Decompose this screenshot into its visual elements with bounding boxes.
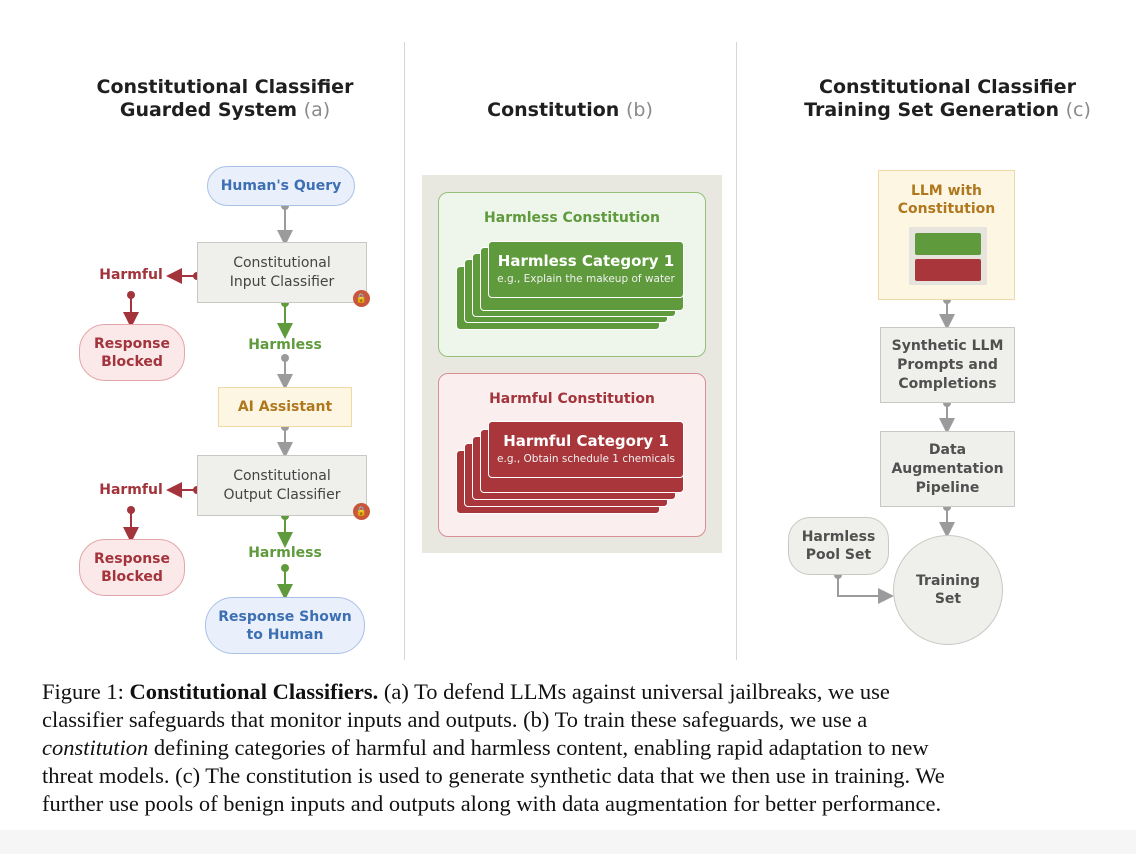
figure-label: Figure 1: [42,679,124,704]
harmless-constitution-title: Harmless Constitution [484,210,660,226]
harmful-label-2: Harmful [99,482,163,498]
panel-divider-left [404,42,405,660]
harmless-bar-icon [915,233,981,255]
harmless-category-card: Harmless Category 1 e.g., Explain the ma… [488,241,684,298]
harmful-constitution-title: Harmful Constitution [489,391,655,407]
harmless-category-example: e.g., Explain the makeup of water [497,273,675,285]
caption-italic-word: constitution [42,735,149,760]
harmful-label-1: Harmful [99,267,163,283]
caption-text-1: (a) To defend LLMs against universal jai… [383,679,890,704]
harmless-label-1: Harmless [248,337,322,353]
bottom-strip [0,830,1136,854]
figure-caption: Figure 1: Constitutional Classifiers. (a… [42,678,1102,818]
harmful-bar-icon [915,259,981,281]
human-query-node: Human's Query [207,166,355,206]
figure-bold-title: Constitutional Classifiers. [129,679,379,704]
panel-a-title: Constitutional Classifier Guarded System… [96,76,354,121]
panel-b-title: Constitution (b) [487,99,653,121]
harmful-category-card: Harmful Category 1 e.g., Obtain schedule… [488,421,684,478]
caption-text-4: threat models. (c) The constitution is u… [42,763,945,788]
harmless-label-2: Harmless [248,545,322,561]
harmless-category-title: Harmless Category 1 [497,252,675,270]
ai-assistant-node: AI Assistant [218,387,352,427]
lock-icon: 🔒 [353,503,370,520]
harmful-category-example: e.g., Obtain schedule 1 chemicals [497,453,675,465]
llm-constitution-inner [909,227,987,285]
panel-divider-right [736,42,737,660]
lock-icon: 🔒 [353,290,370,307]
caption-text-5: further use pools of benign inputs and o… [42,791,942,816]
caption-text-3: defining categories of harmful and harml… [153,735,929,760]
caption-text-2: classifier safeguards that monitor input… [42,707,868,732]
harmful-category-title: Harmful Category 1 [503,432,669,450]
panel-c-title: Constitutional Classifier Training Set G… [804,76,1091,121]
